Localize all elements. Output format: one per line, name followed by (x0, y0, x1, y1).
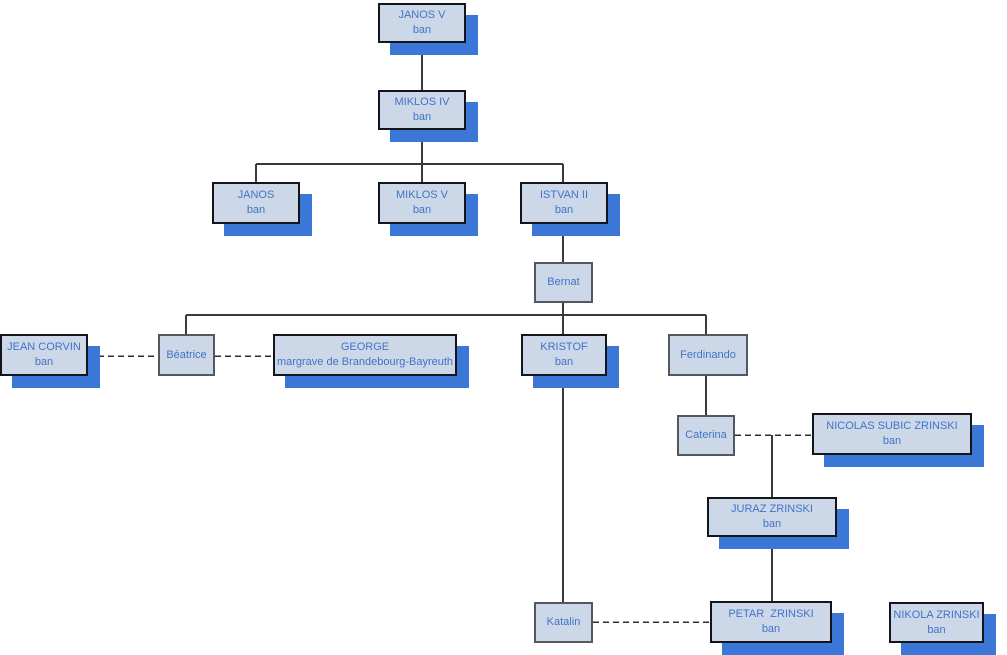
node-beatrice[interactable]: Béatrice (158, 334, 215, 376)
person-title: ban (246, 204, 266, 216)
person-name: Katalin (546, 616, 581, 629)
node-ferdinando[interactable]: Ferdinando (668, 334, 748, 376)
person-name: JURAZ ZRINSKI (731, 503, 813, 516)
person-name: JANOS (237, 189, 275, 202)
node-katalin[interactable]: Katalin (534, 602, 593, 643)
person-title: ban (554, 204, 574, 216)
person-title: ban (927, 623, 946, 636)
person-name: JANOS V (398, 9, 446, 22)
person-name: NIKOLA ZRINSKI (893, 608, 980, 621)
person-name: MIKLOS IV (394, 96, 450, 109)
person-name: KRISTOF (540, 341, 588, 354)
person-name: PETAR ZRINSKI (728, 608, 814, 621)
node-miklos-v[interactable]: MIKLOS V ban (378, 182, 466, 224)
node-george[interactable]: GEORGE margrave de Brandebourg-Bayreuth (273, 334, 457, 376)
node-jean-corvin[interactable]: JEAN CORVIN ban (0, 334, 88, 376)
person-name: NICOLAS SUBIC ZRINSKI (826, 420, 958, 433)
person-title: ban (34, 356, 54, 368)
node-janos-v[interactable]: JANOS V ban (378, 3, 466, 43)
person-title: ban (762, 518, 782, 530)
node-nicolas-subic-zrinski[interactable]: NICOLAS SUBIC ZRINSKI ban (812, 413, 972, 455)
person-name: Bernat (547, 276, 580, 289)
person-title: ban (554, 356, 574, 368)
person-title: ban (412, 24, 432, 36)
person-name: Caterina (685, 429, 727, 442)
person-name: GEORGE (340, 341, 390, 354)
person-name: Béatrice (166, 348, 207, 361)
node-istvan-ii[interactable]: ISTVAN II ban (520, 182, 608, 224)
person-title: ban (412, 204, 432, 216)
node-miklos-iv[interactable]: MIKLOS IV ban (378, 90, 466, 130)
person-name: MIKLOS V (396, 189, 448, 202)
node-kristof[interactable]: KRISTOF ban (521, 334, 607, 376)
node-petar-zrinski[interactable]: PETAR ZRINSKI ban (710, 601, 832, 643)
node-bernat[interactable]: Bernat (534, 262, 593, 303)
person-title: ban (761, 623, 781, 635)
node-caterina[interactable]: Caterina (677, 415, 735, 456)
node-janos[interactable]: JANOS ban (212, 182, 300, 224)
person-name: ISTVAN II (539, 189, 589, 202)
person-name: Ferdinando (680, 348, 736, 361)
node-juraz-zrinski[interactable]: JURAZ ZRINSKI ban (707, 497, 837, 537)
person-title: ban (882, 435, 902, 447)
person-title: ban (412, 111, 432, 123)
person-title: margrave de Brandebourg-Bayreuth (276, 356, 454, 368)
node-nikola-zrinski[interactable]: NIKOLA ZRINSKI ban (889, 602, 984, 643)
person-name: JEAN CORVIN (7, 341, 81, 354)
